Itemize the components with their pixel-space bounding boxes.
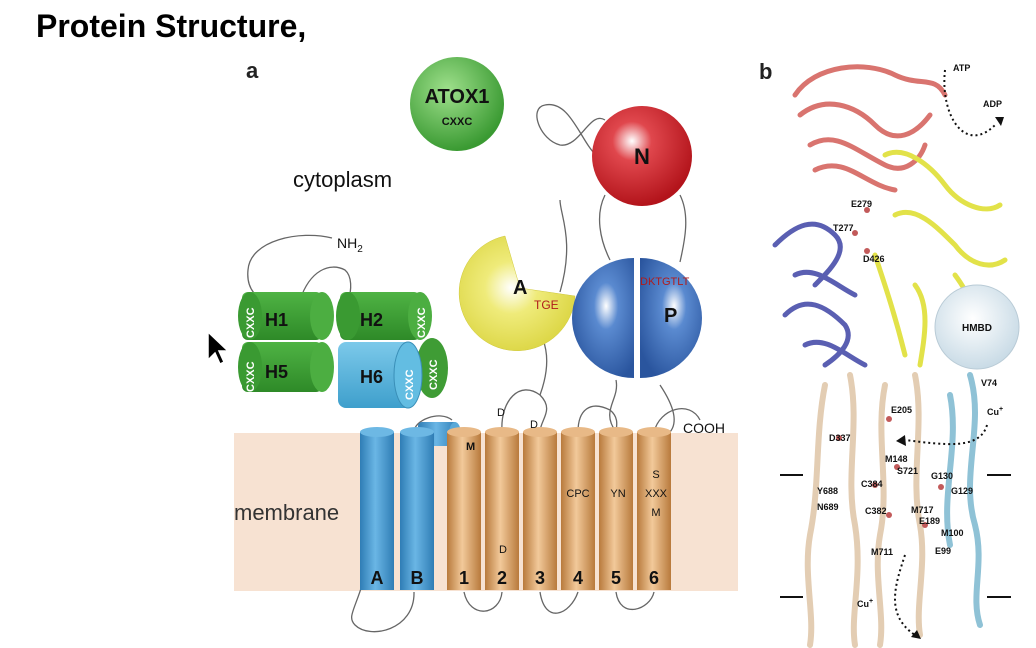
label-t277: T277	[833, 223, 854, 233]
helix-label-4: 4	[573, 568, 583, 588]
label-atp: ATP	[953, 63, 970, 73]
mark-xxx: XXX	[645, 488, 668, 500]
mbd-extra: CXXC	[416, 338, 448, 398]
cu-exit-arrow	[894, 554, 916, 636]
p-domain-left	[572, 258, 634, 378]
mouse-cursor-icon	[207, 330, 228, 366]
mark-d-helix2-mid: D	[499, 544, 507, 556]
cooh-label: COOH	[683, 420, 725, 436]
label-y688: Y688	[817, 486, 838, 496]
label-d426: D426	[863, 254, 885, 264]
helix-label-2: 2	[497, 568, 507, 588]
label-adp: ADP	[983, 99, 1002, 109]
mark-d-helix3-top: D	[530, 419, 538, 431]
helix-6: 6	[637, 427, 671, 590]
label-e189: E189	[919, 516, 940, 526]
label-m148: M148	[885, 454, 908, 464]
label-c384: C384	[861, 479, 883, 489]
mbd-h1: CXXC H1	[238, 292, 334, 340]
panel-a-diagram: a ATOX1 CXXC cytoplasm NH2 N A TGE DKTGT…	[234, 57, 738, 633]
label-d337: D337	[829, 433, 851, 443]
label-e99: E99	[935, 546, 951, 556]
ribbon-tm-domain	[804, 372, 983, 648]
mbd-h1-label: H1	[265, 310, 288, 330]
helix-4: 4	[561, 427, 595, 590]
label-e205: E205	[891, 405, 912, 415]
helix-B: B	[400, 427, 434, 590]
a-domain-shape	[458, 235, 576, 351]
label-n689: N689	[817, 502, 839, 512]
n-domain-sphere	[592, 106, 692, 206]
mbd-h6-label: H6	[360, 367, 383, 387]
helix-2: 2	[485, 427, 519, 590]
panel-b-structure: b HMBD	[759, 59, 1020, 648]
helix-1: 1	[447, 427, 481, 590]
label-e279: E279	[851, 199, 872, 209]
mbd-h2-motif: CXXC	[416, 307, 428, 338]
label-v74: V74	[981, 378, 997, 388]
ribbon-a-domain	[772, 221, 868, 368]
label-m711: M711	[871, 547, 893, 557]
atox1-motif: CXXC	[442, 116, 473, 128]
atox1-label: ATOX1	[425, 86, 490, 108]
mark-d-helix2-top: D	[497, 407, 505, 419]
p-domain-label: P	[664, 305, 677, 327]
helix-A: A	[360, 427, 394, 590]
label-m717: M717	[911, 505, 934, 515]
mbd-h2-label: H2	[360, 310, 383, 330]
helix-5: 5	[599, 427, 633, 590]
helix-label-5: 5	[611, 568, 621, 588]
mbd-h2: H2 CXXC	[336, 292, 432, 340]
n-domain-label: N	[634, 144, 650, 169]
label-g129: G129	[951, 486, 973, 496]
a-domain-motif: TGE	[534, 298, 559, 312]
p-domain-right	[640, 258, 702, 378]
a-domain-label: A	[513, 277, 527, 299]
mark-cpc: CPC	[566, 488, 589, 500]
nh2-label: NH2	[337, 235, 363, 255]
atp-adp-arrow	[943, 69, 996, 137]
hmbd-sphere	[934, 284, 1020, 370]
transmembrane-helices: A B 1 2 3 4 5 6	[360, 427, 671, 590]
membrane-label: membrane	[234, 500, 339, 525]
panel-a-label: a	[246, 58, 259, 83]
label-m100: M100	[941, 528, 964, 538]
cu-entry-arrowhead-icon	[896, 435, 906, 446]
mbd-h6: H6 CXXC	[338, 341, 423, 409]
helix-label-A: A	[371, 568, 384, 588]
cytoplasm-label: cytoplasm	[293, 167, 392, 192]
p-domain-motif: DKTGTLT	[640, 276, 690, 288]
residue-markers	[836, 207, 944, 528]
mark-m6: M	[651, 507, 660, 519]
helix-label-B: B	[411, 568, 424, 588]
mark-s: S	[652, 469, 659, 481]
label-s721: S721	[897, 466, 918, 476]
ribbon-n-domain	[792, 64, 948, 193]
atox1-sphere	[410, 57, 504, 151]
mbd-h5-motif: CXXC	[245, 361, 257, 392]
mbd-extra-motif: CXXC	[428, 359, 440, 390]
helix-label-6: 6	[649, 568, 659, 588]
cu-exit-arrowhead-icon	[911, 630, 921, 639]
mark-yn: YN	[610, 488, 625, 500]
cu-entry-arrow	[904, 424, 988, 446]
page-title: Protein Structure,	[36, 8, 307, 44]
label-g130: G130	[931, 471, 953, 481]
helix-3: 3	[523, 427, 557, 590]
label-cu-in: Cu+	[987, 406, 1003, 417]
mbd-h5-label: H5	[265, 362, 288, 382]
adp-arrowhead-icon	[995, 117, 1004, 126]
mark-m: M	[466, 441, 475, 453]
helix-label-1: 1	[459, 568, 469, 588]
label-c382: C382	[865, 506, 887, 516]
label-cu-out: Cu+	[857, 598, 873, 609]
panel-b-label: b	[759, 59, 772, 84]
mbd-h1-motif: CXXC	[245, 307, 257, 338]
helix-label-3: 3	[535, 568, 545, 588]
mbd-h6-motif: CXXC	[404, 369, 416, 400]
mbd-h5: CXXC H5	[238, 342, 334, 392]
hmbd-label: HMBD	[962, 323, 992, 334]
polypeptide-chain	[247, 104, 701, 633]
